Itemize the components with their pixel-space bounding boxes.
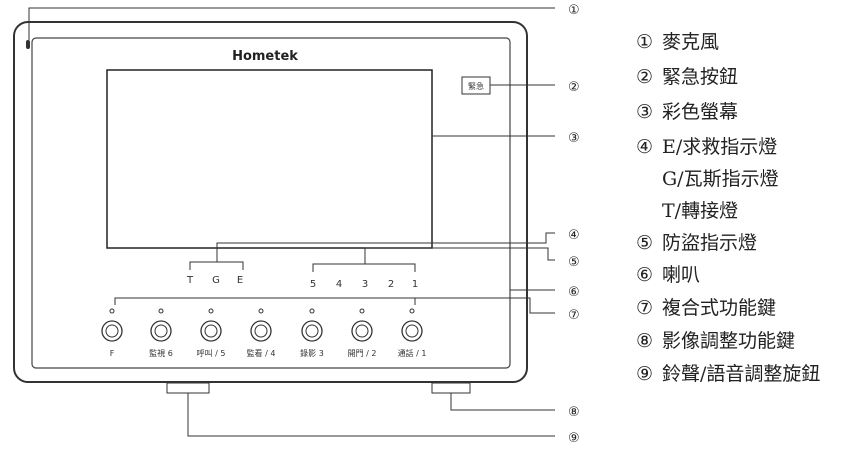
legend-num-3: ③	[636, 101, 653, 123]
legend-text-7: 複合式功能鍵	[662, 297, 776, 319]
legend-text-2: 緊急按鈕	[662, 66, 738, 88]
button-label-3: 錄影 3	[300, 348, 324, 358]
legend-text-4c: T/轉接燈	[662, 200, 738, 222]
button-label-6: 監視 6	[149, 348, 173, 358]
button-row-bracket	[114, 297, 416, 305]
zone-label-1: 1	[412, 279, 418, 290]
led-label-t: T	[186, 275, 194, 286]
zone-label-3: 3	[362, 279, 368, 290]
legend-num-5: ⑤	[636, 232, 653, 254]
callout-7: ⑦	[568, 308, 580, 323]
color-screen	[106, 69, 433, 249]
button-leds	[109, 308, 415, 314]
left-led-bracket	[189, 254, 244, 270]
button-label-5: 呼叫 / 5	[197, 348, 226, 358]
legend: ① 麥克風 ② 緊急按鈕 ③ 彩色螢幕 ④ E/求救指示燈 G/瓦斯指示燈 T/…	[636, 31, 820, 385]
legend-text-3: 彩色螢幕	[662, 101, 738, 123]
zone-label-4: 4	[336, 279, 342, 290]
callout-4: ④	[568, 228, 580, 243]
callout-3: ③	[568, 131, 580, 146]
emergency-button-label: 緊急	[468, 81, 484, 91]
function-button-5[interactable]	[200, 320, 222, 342]
brand-label: Hometek	[232, 49, 298, 64]
legend-num-7: ⑦	[636, 297, 653, 319]
microphone-icon	[26, 40, 30, 49]
callout-markers: ① ② ③ ④ ⑤ ⑥ ⑦ ⑧ ⑨	[568, 3, 580, 446]
legend-text-5: 防盜指示燈	[662, 232, 757, 254]
callout-6: ⑥	[568, 285, 580, 300]
callout-2: ②	[568, 80, 580, 95]
zone-label-2: 2	[388, 279, 394, 290]
function-button-6[interactable]	[150, 320, 172, 342]
function-button-3[interactable]	[301, 320, 323, 342]
callout-5: ⑤	[568, 255, 580, 270]
callout-8: ⑧	[568, 405, 580, 420]
led-label-e: E	[237, 275, 243, 286]
function-button-f[interactable]	[101, 320, 123, 342]
legend-num-1: ①	[636, 31, 653, 53]
legend-num-9: ⑨	[636, 363, 653, 385]
legend-num-6: ⑥	[636, 264, 653, 286]
function-button-4[interactable]	[250, 320, 272, 342]
legend-text-1: 麥克風	[662, 31, 719, 53]
button-label-2: 開門 / 2	[348, 349, 377, 358]
volume-knob[interactable]	[166, 382, 210, 394]
button-label-f: F	[110, 349, 115, 358]
legend-num-4: ④	[636, 136, 653, 158]
legend-text-4: E/求救指示燈	[662, 136, 777, 158]
led-label-g: G	[212, 275, 220, 286]
device-inner-frame	[31, 37, 511, 369]
leader-lines	[28, 7, 555, 437]
callout-1: ①	[568, 3, 580, 18]
legend-num-8: ⑧	[636, 330, 653, 352]
legend-num-2: ②	[636, 66, 653, 88]
function-button-1[interactable]	[401, 320, 423, 342]
legend-text-4b: G/瓦斯指示燈	[662, 168, 779, 190]
button-label-1: 通話 / 1	[398, 348, 427, 358]
function-button-2[interactable]	[351, 320, 373, 342]
zone-label-5: 5	[310, 279, 316, 290]
image-adjust-key[interactable]	[431, 382, 471, 394]
callout-9: ⑨	[568, 431, 580, 446]
legend-text-9: 鈴聲/語音調整旋鈕	[662, 363, 820, 385]
device-outer-frame	[13, 21, 528, 383]
legend-text-6: 喇叭	[662, 264, 700, 286]
legend-text-8: 影像調整功能鍵	[662, 330, 795, 352]
button-label-4: 監看 / 4	[247, 348, 276, 358]
right-led-bracket	[312, 256, 416, 272]
